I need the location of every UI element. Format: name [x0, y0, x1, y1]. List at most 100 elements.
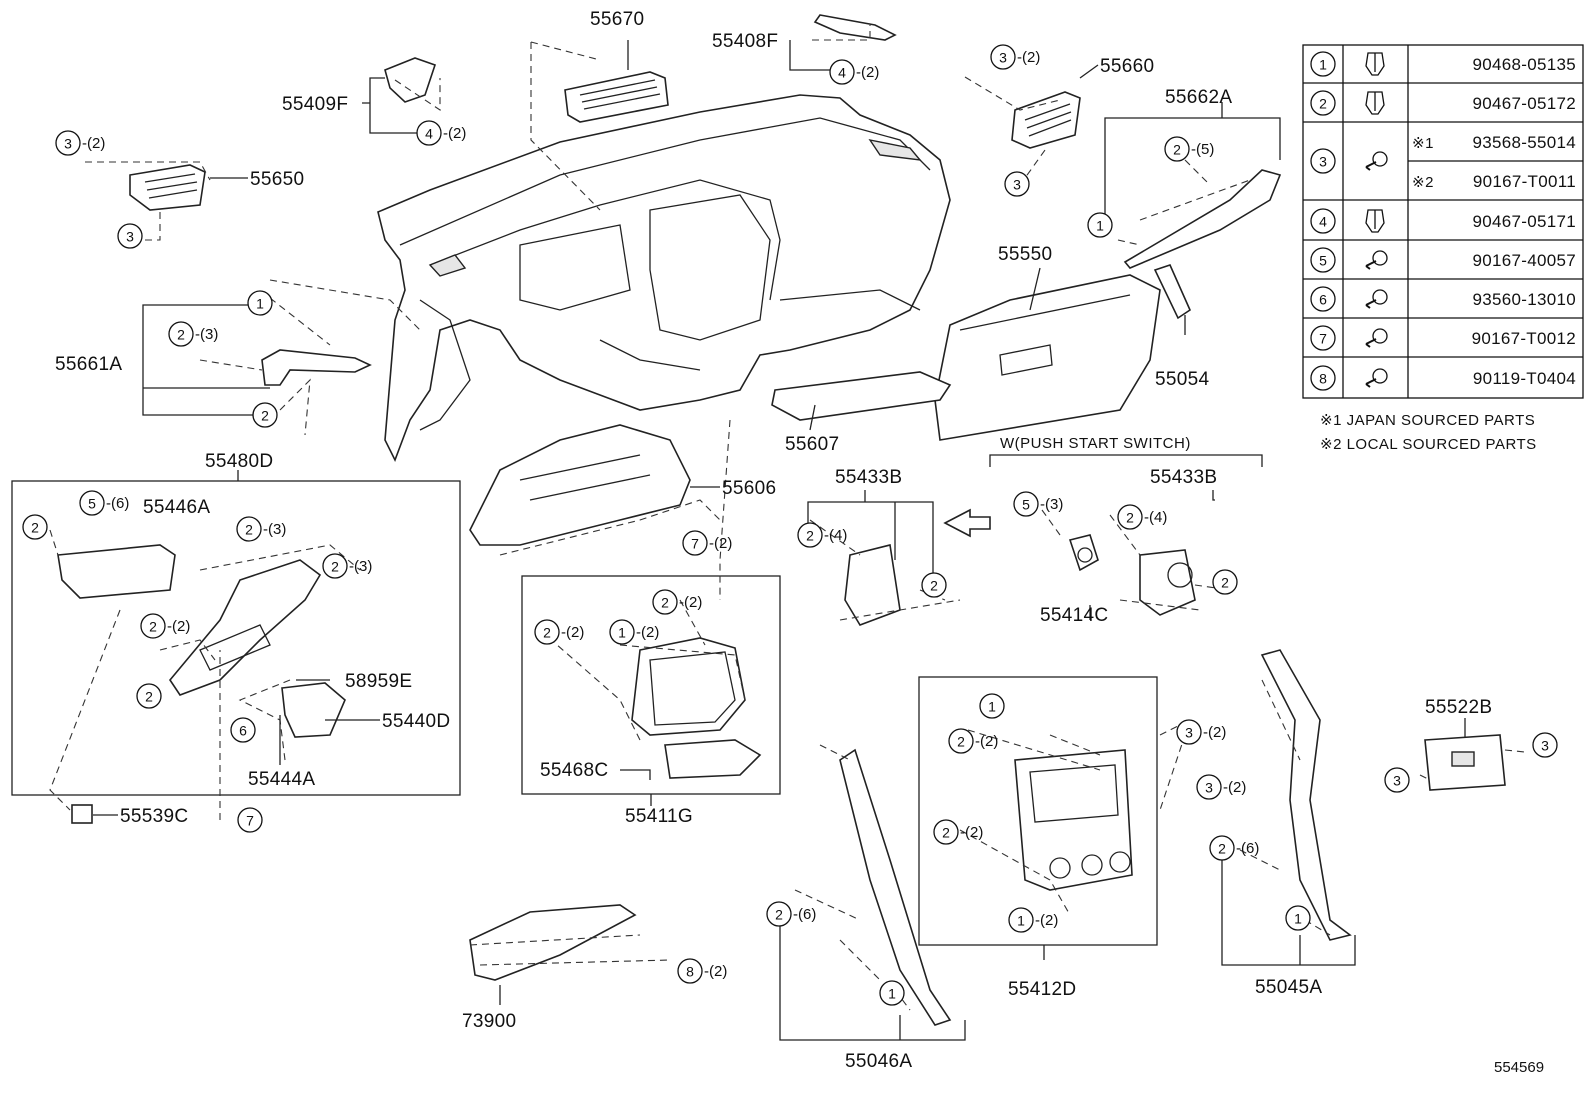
- callout-number: 3: [126, 229, 134, 245]
- callout-number: 5: [88, 496, 96, 512]
- callout-number: 2: [1221, 575, 1229, 591]
- screw-icon: [1365, 250, 1388, 270]
- callout-quantity: -(2): [679, 594, 702, 611]
- callout-number: 2: [245, 522, 253, 538]
- part-label-55046A: 55046A: [845, 1051, 912, 1072]
- leader-lines: [49, 25, 1526, 1011]
- callout-number: 2: [31, 520, 39, 536]
- callout-3: 3 -(2): [1196, 774, 1246, 800]
- callout-quantity: -(2): [636, 624, 659, 641]
- callout-number: 2: [930, 578, 938, 594]
- callout-number: 1: [1096, 218, 1104, 234]
- callout-quantity: -(2): [443, 125, 466, 142]
- reinforcement-55607: [771, 371, 952, 421]
- note-local-sourced: ※2 LOCAL SOURCED PARTS: [1320, 436, 1537, 453]
- panel-55522B: [1424, 734, 1506, 791]
- callout-quantity: -(2): [1223, 779, 1246, 796]
- part-label-55606: 55606: [722, 478, 776, 499]
- screw-icon: [1365, 289, 1388, 309]
- callout-2: 2 -(2): [933, 819, 983, 845]
- clip-icon: [1365, 91, 1385, 115]
- switch-55414C: [1068, 534, 1099, 572]
- part-label-55662A: 55662A: [1165, 87, 1232, 108]
- callout-number: 3: [1393, 773, 1401, 789]
- callout-quantity: -(2): [709, 535, 732, 552]
- clip-55539C: [71, 804, 93, 824]
- fastener-number-circle: [1310, 365, 1336, 391]
- part-label-55661A: 55661A: [55, 354, 122, 375]
- switch-55446A: [57, 544, 176, 599]
- cover-55433B-right: [1139, 549, 1196, 616]
- callout-3: 3-(2): [1176, 719, 1226, 745]
- part-label-55446A: 55446A: [143, 497, 210, 518]
- fastener-number: 5: [1319, 253, 1327, 269]
- direction-arrow: [943, 508, 991, 538]
- callout-2: 2-(4): [797, 522, 847, 548]
- part-label-73900: 73900: [462, 1011, 516, 1032]
- push-start-label: W(PUSH START SWITCH): [1000, 435, 1191, 452]
- panel-55045A: [1260, 649, 1352, 941]
- callout-2: 2-(2): [534, 619, 584, 645]
- callout-2: 2-(2): [652, 589, 702, 615]
- note-japan-sourced: ※1 JAPAN SOURCED PARTS: [1320, 412, 1535, 429]
- screw-icon: [1365, 368, 1388, 388]
- callout-1: 1: [1087, 212, 1113, 238]
- fastener-number: 6: [1319, 292, 1327, 308]
- part-label-55650: 55650: [250, 169, 304, 190]
- callout-quantity: -(2): [561, 624, 584, 641]
- box-55440D: [281, 682, 346, 738]
- callout-3: 3-(2): [55, 130, 105, 156]
- callout-quantity: -(3): [349, 558, 372, 575]
- fastener-number-circle: [1310, 286, 1336, 312]
- callout-4: 4-(2): [416, 120, 466, 146]
- fastener-part-number: 90467-05171: [1472, 212, 1576, 231]
- callout-2: 2-(4): [1117, 504, 1167, 530]
- part-label-55660: 55660: [1100, 56, 1154, 77]
- cover-55468C: [664, 739, 762, 779]
- assembly-box-55480D: [11, 480, 461, 796]
- clip-icon: [1365, 209, 1385, 233]
- pad-55409F: [384, 57, 437, 103]
- callout-2: 2 -(3): [236, 516, 286, 542]
- callout-number: 2: [177, 327, 185, 343]
- callout-number: 2: [942, 825, 950, 841]
- callout-number: 6: [239, 723, 247, 739]
- callout-number: 2: [957, 734, 965, 750]
- callout-1: 1: [879, 980, 905, 1006]
- part-label-55440D: 55440D: [382, 711, 450, 732]
- diagram-ref-code: 554569: [1494, 1059, 1544, 1076]
- fastener-number: 7: [1319, 331, 1327, 347]
- callout-5: 5-(3): [1013, 491, 1063, 517]
- fastener-number: 4: [1319, 214, 1327, 230]
- fastener-source-mark: ※1: [1412, 135, 1434, 152]
- part-label-55433B-left: 55433B: [835, 467, 902, 488]
- part-label-55522B: 55522B: [1425, 697, 1492, 718]
- callout-2: 2-(2): [140, 613, 190, 639]
- part-label-55414C: 55414C: [1040, 605, 1108, 626]
- callout-number: 3: [999, 50, 1007, 66]
- fastener-row: 4 90467-05171: [1310, 208, 1576, 234]
- callout-number: 3: [1205, 780, 1213, 796]
- callout-4: 4-(2): [829, 59, 879, 85]
- callout-quantity: -(3): [263, 521, 286, 538]
- fastener-part-number: 90167-40057: [1472, 251, 1576, 270]
- callout-6: 6: [230, 717, 256, 743]
- part-label-55607: 55607: [785, 434, 839, 455]
- callout-quantity: -(2): [82, 135, 105, 152]
- callout-2: 2: [22, 514, 48, 540]
- callout-1: 1-(2): [1008, 907, 1058, 933]
- part-label-55539C: 55539C: [120, 806, 188, 827]
- glovebox-55550: [934, 274, 1161, 441]
- callout-quantity: -(4): [1144, 509, 1167, 526]
- callout-number: 7: [691, 536, 699, 552]
- part-label-55550: 55550: [998, 244, 1052, 265]
- callout-quantity: -(2): [960, 824, 983, 841]
- callout-number: 8: [686, 964, 694, 980]
- callout-7: 7 -(2): [682, 530, 732, 556]
- hood-55411G: [631, 637, 746, 736]
- fastener-number-circle: [1310, 208, 1336, 234]
